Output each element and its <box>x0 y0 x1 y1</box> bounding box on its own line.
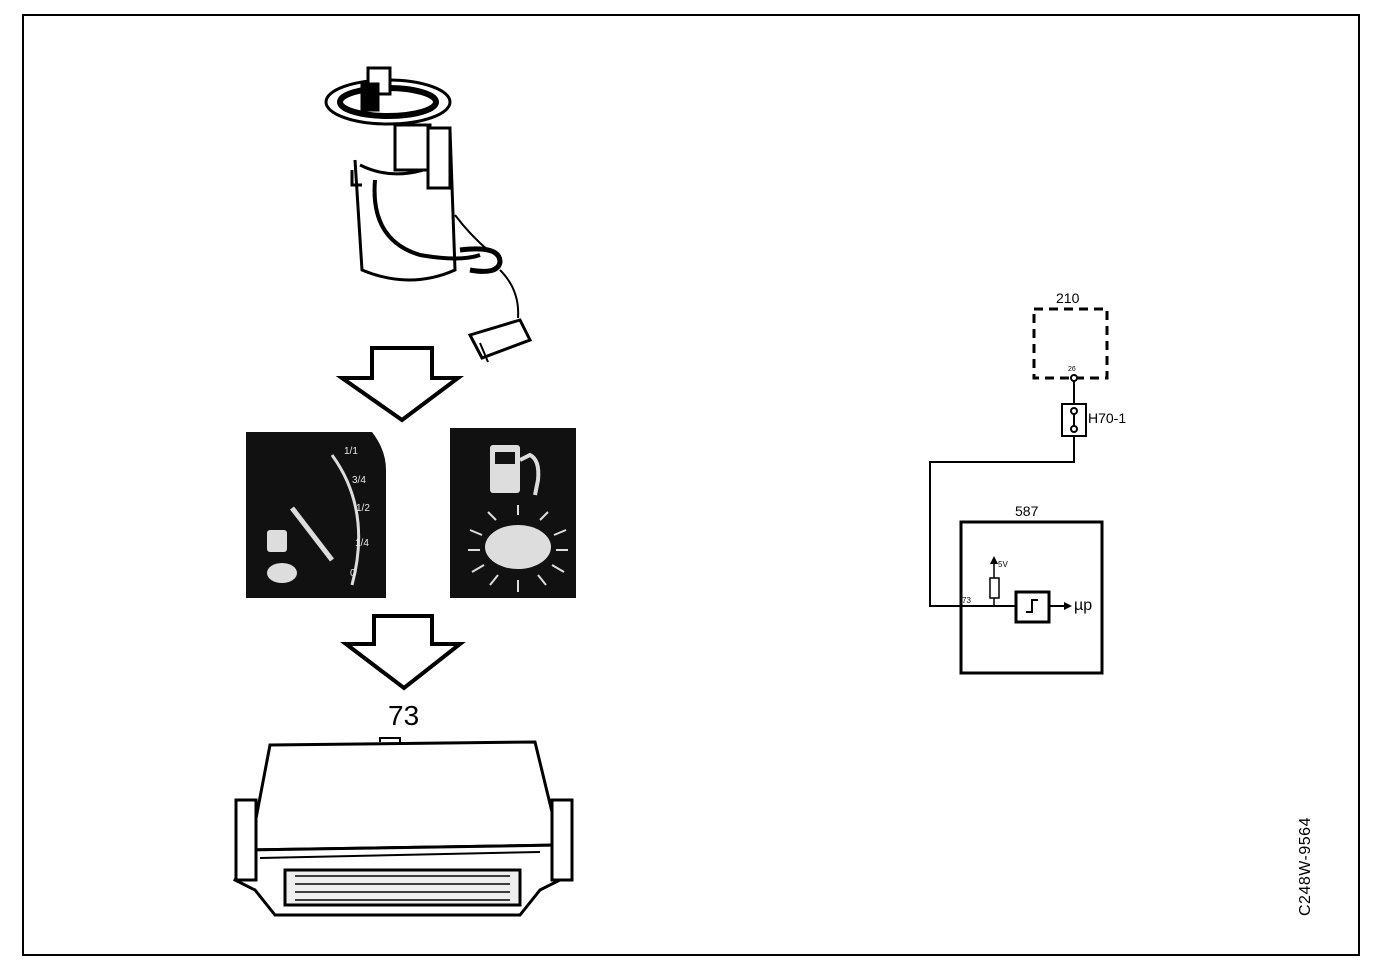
component-210-label: 210 <box>1056 290 1080 306</box>
connector-label: H70-1 <box>1088 410 1127 426</box>
gauge-scale-three-quarter: 3/4 <box>352 475 366 486</box>
fuel-pump-sender-icon <box>324 66 533 363</box>
control-module-label: 73 <box>388 700 420 731</box>
arrow-down-icon <box>335 346 464 423</box>
low-fuel-warning-icon <box>450 428 576 598</box>
fuel-gauge-icon <box>246 432 386 598</box>
connector-h70-1 <box>1061 381 1087 437</box>
voltage-label: 5V <box>998 560 1008 569</box>
signal-wire <box>929 436 1075 607</box>
figure-code: C248W-9564 <box>1297 817 1314 916</box>
pin-73-label: 73 <box>962 596 971 605</box>
arrow-down-icon <box>340 614 466 691</box>
control-module-icon <box>232 737 574 917</box>
component-587-label: 587 <box>1015 503 1039 519</box>
pin-26-label: 26 <box>1068 366 1076 373</box>
gauge-scale-empty: 0 <box>350 568 356 579</box>
output-label: µp <box>1074 597 1093 614</box>
gauge-scale-full: 1/1 <box>344 446 358 457</box>
diagram-frame <box>22 14 1360 956</box>
gauge-scale-half: 1/2 <box>356 503 370 514</box>
component-587-box <box>959 520 1104 675</box>
gauge-scale-quarter: 1/4 <box>355 538 369 549</box>
